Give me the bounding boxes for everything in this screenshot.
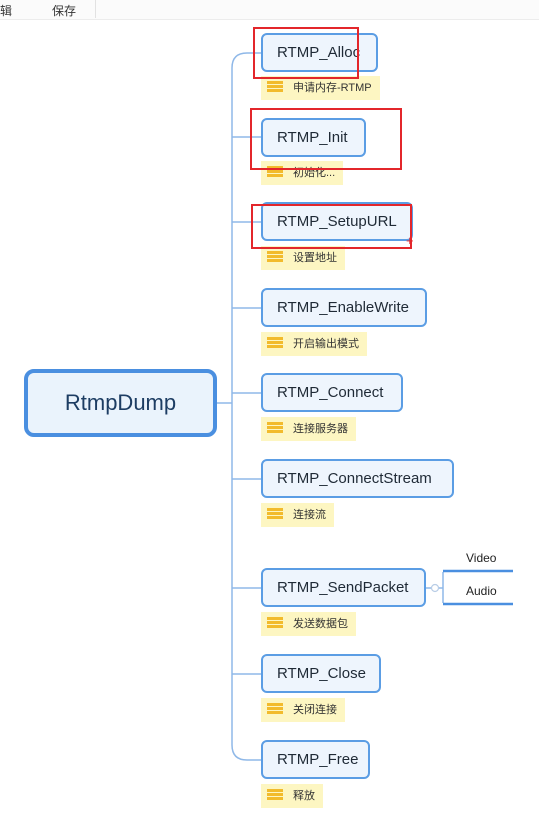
note-text: 连接流 — [293, 509, 326, 521]
note-text: 设置地址 — [293, 252, 337, 264]
note-text: 开启输出模式 — [293, 338, 359, 350]
node-rtmp-connect[interactable]: RTMP_Connect — [261, 373, 403, 412]
note-lines-icon — [267, 703, 283, 714]
note-text: 申请内存-RTMP — [293, 82, 372, 94]
note-rtmp-connect: 连接服务器 — [261, 417, 356, 441]
node-rtmp-init[interactable]: RTMP_Init — [261, 118, 366, 157]
menu-edit[interactable]: 辑 — [0, 4, 13, 18]
node-rtmp-enablewrite[interactable]: RTMP_EnableWrite — [261, 288, 427, 327]
note-lines-icon — [267, 422, 283, 433]
note-rtmp-connectstream: 连接流 — [261, 503, 334, 527]
note-text: 发送数据包 — [293, 618, 348, 630]
node-rtmp-free[interactable]: RTMP_Free — [261, 740, 370, 779]
note-lines-icon — [267, 166, 283, 177]
node-rtmp-setupurl[interactable]: RTMP_SetupURL — [261, 202, 413, 241]
note-rtmp-free: 释放 — [261, 784, 323, 808]
highlight-box-alloc — [253, 27, 359, 79]
highlight-box-init — [250, 108, 402, 170]
trunk-line — [231, 52, 248, 761]
note-lines-icon — [267, 251, 283, 262]
note-rtmp-sendpacket: 发送数据包 — [261, 612, 356, 636]
note-text: 关闭连接 — [293, 704, 337, 716]
note-lines-icon — [267, 81, 283, 92]
note-text: 释放 — [293, 790, 315, 802]
highlight-box-setupurl — [251, 204, 412, 249]
collapse-toggle-icon[interactable] — [430, 583, 440, 593]
root-node[interactable]: RtmpDump — [24, 369, 217, 437]
note-lines-icon — [267, 337, 283, 348]
leaf-audio[interactable]: Audio — [466, 584, 497, 598]
note-lines-icon — [267, 789, 283, 800]
leaf-video[interactable]: Video — [466, 551, 497, 565]
node-rtmp-connectstream[interactable]: RTMP_ConnectStream — [261, 459, 454, 498]
node-rtmp-sendpacket[interactable]: RTMP_SendPacket — [261, 568, 426, 607]
note-rtmp-init: 初始化... — [261, 161, 344, 185]
node-rtmp-close[interactable]: RTMP_Close — [261, 654, 381, 693]
note-lines-icon — [267, 508, 283, 519]
menu-save[interactable]: 保存 — [52, 4, 77, 18]
note-lines-icon — [267, 617, 283, 628]
note-rtmp-setupurl: 设置地址 — [261, 246, 345, 270]
toolbar: 辑 保存 — [0, 0, 539, 20]
cursor-crosshair-icon: + — [406, 233, 414, 248]
note-text: 初始化... — [293, 167, 336, 179]
note-rtmp-enablewrite: 开启输出模式 — [261, 332, 367, 356]
note-rtmp-close: 关闭连接 — [261, 698, 345, 722]
note-rtmp-alloc: 申请内存-RTMP — [261, 76, 380, 100]
menu-divider — [95, 0, 96, 18]
note-text: 连接服务器 — [293, 423, 348, 435]
